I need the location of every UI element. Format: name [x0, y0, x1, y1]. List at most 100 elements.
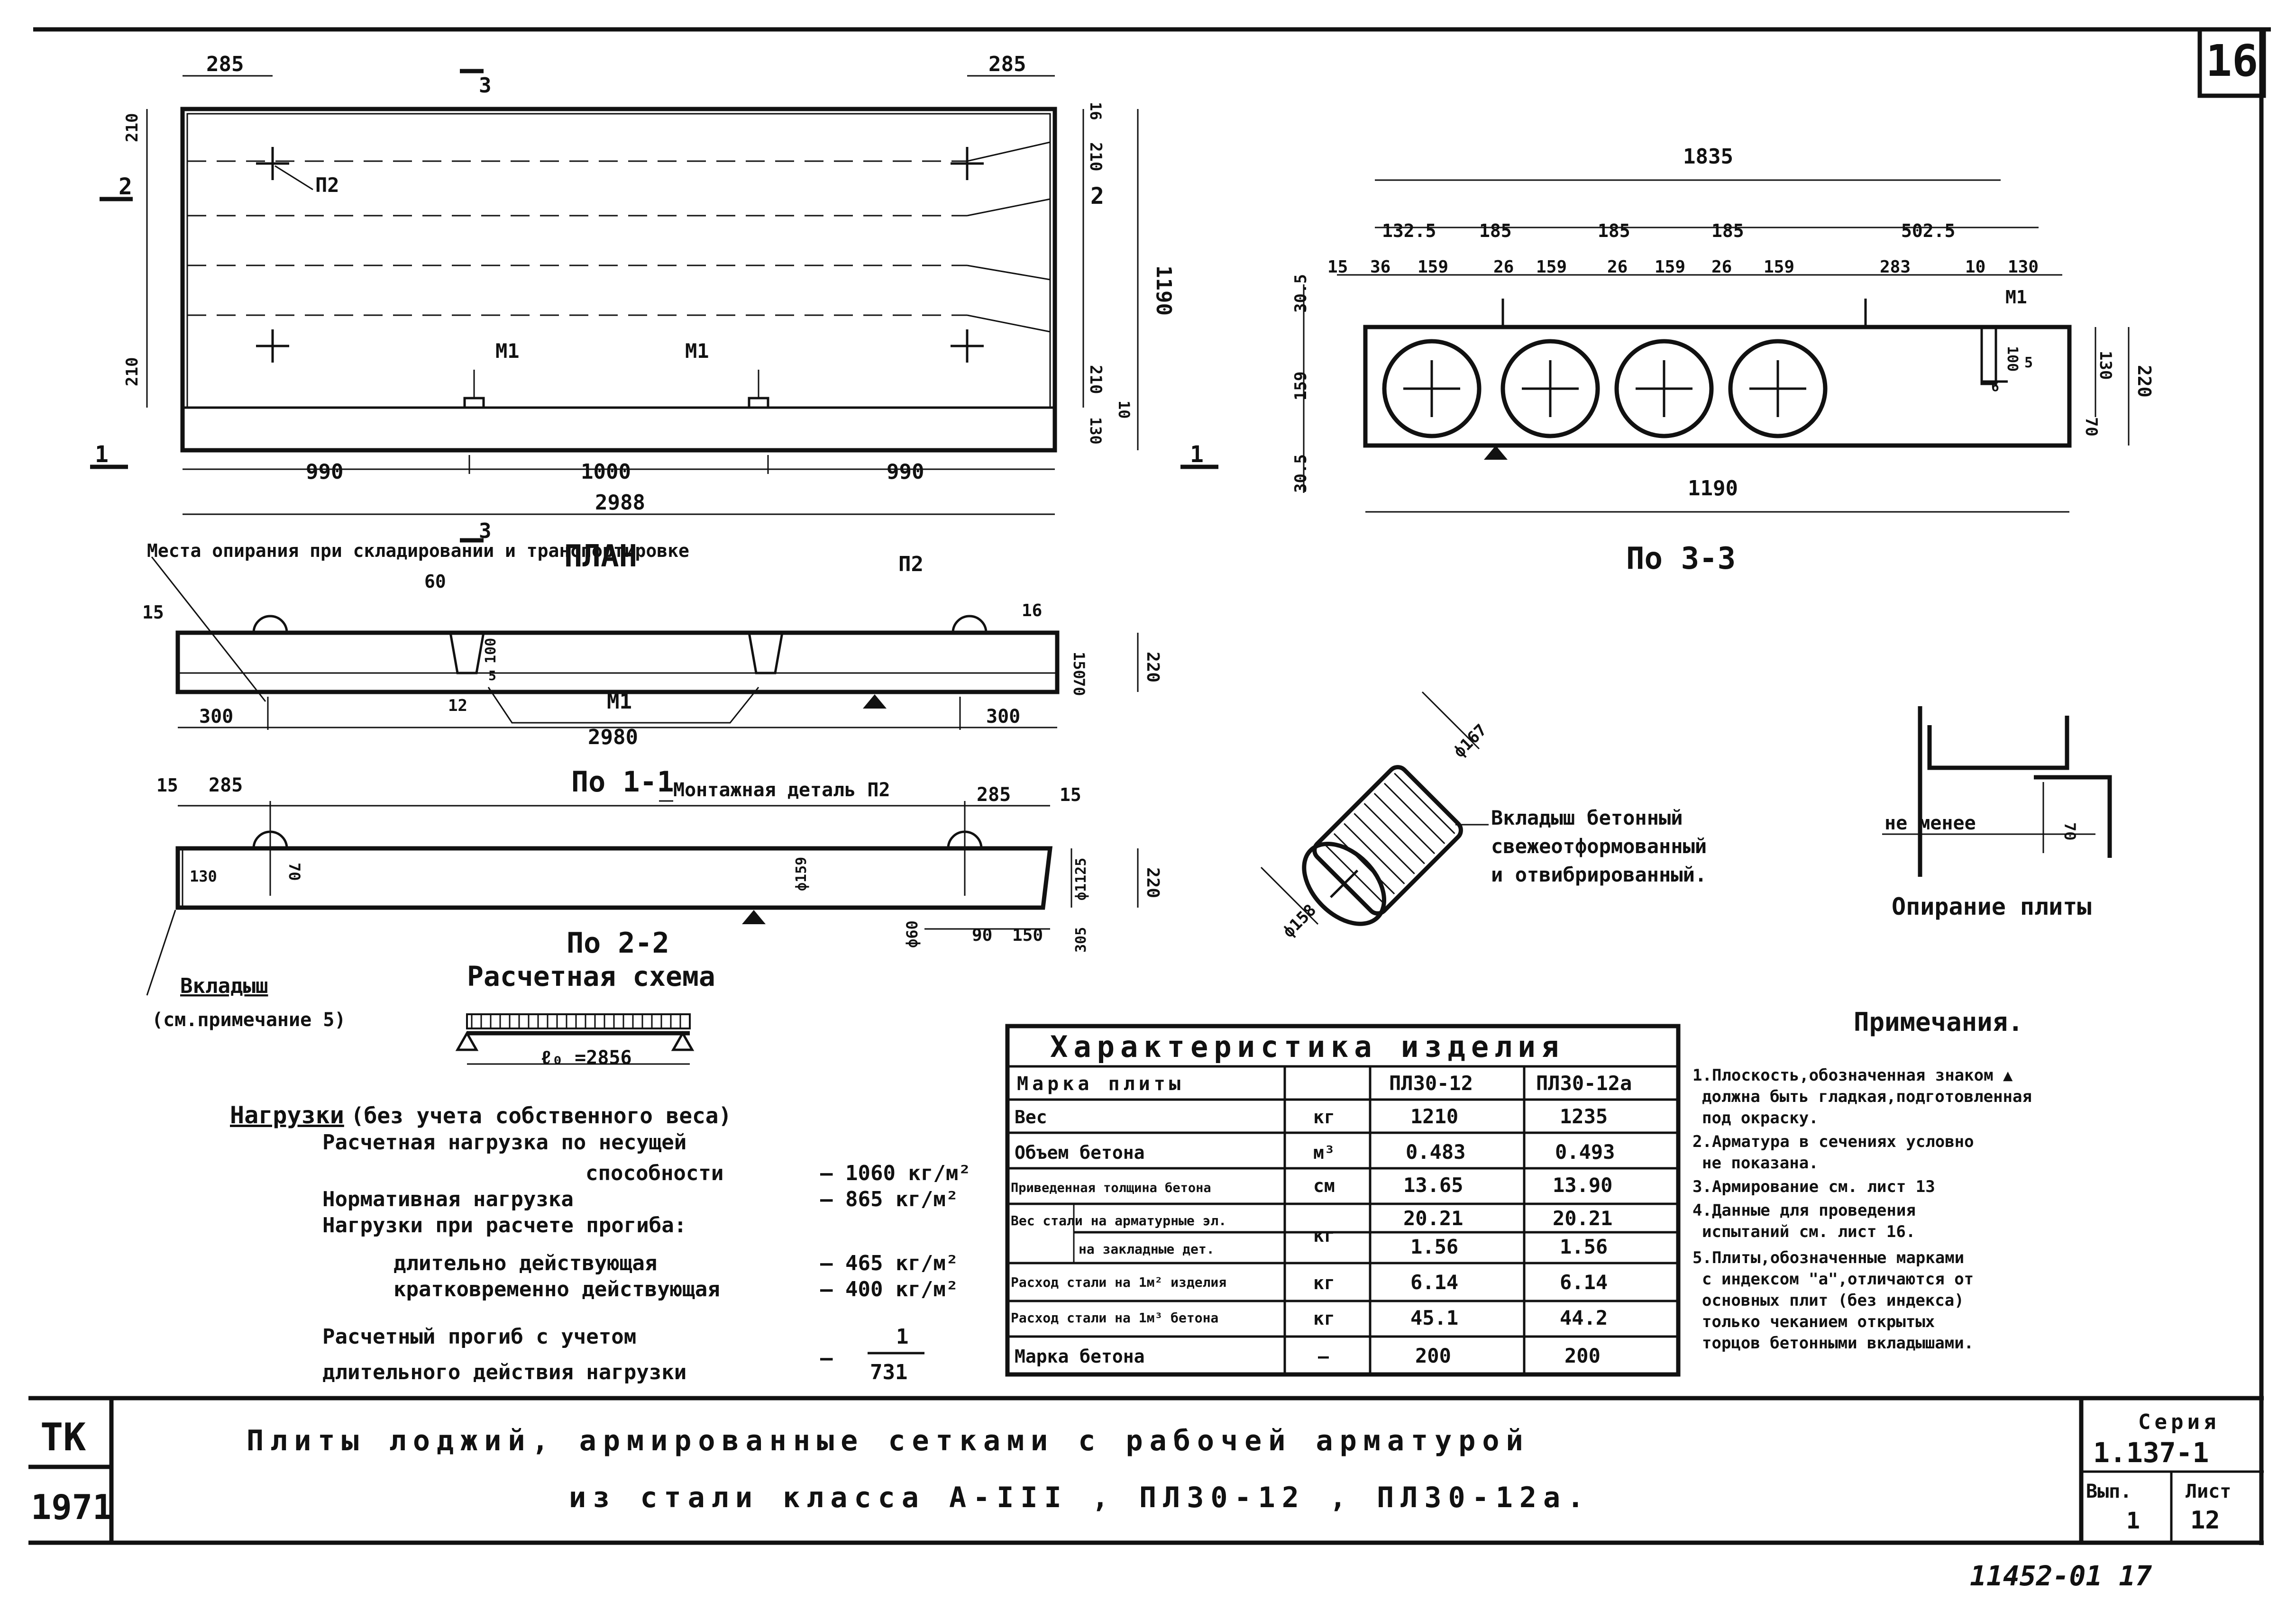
char-row-0-unit: кг — [1313, 1107, 1335, 1128]
char-row-6-unit: кг — [1313, 1308, 1335, 1329]
load-row-7: длительного действия нагрузки — [322, 1360, 686, 1384]
s33-dim-130: 130 — [2008, 257, 2039, 277]
load-row-3: Нагрузки при расчете прогиба: — [322, 1213, 686, 1237]
note-line-7: испытаний см. лист 16. — [1702, 1222, 1915, 1241]
load-row-1: способности — [585, 1161, 723, 1185]
char-row-5-name: Расход стали на 1м² изделия — [1011, 1274, 1226, 1290]
s22-insert-note: (см.примечание 5) — [152, 1009, 346, 1031]
plan-dim-210-lt: 210 — [123, 113, 142, 142]
insert-label-3: и отвибрированный. — [1491, 863, 1707, 886]
s11-label-p2: П2 — [898, 552, 924, 576]
title-tk: ТК — [40, 1415, 86, 1459]
char-row-6-name: Расход стали на 1м³ бетона — [1011, 1310, 1218, 1326]
s22-dim-220: 220 — [1143, 867, 1162, 898]
s33-title: По 3-3 — [1626, 541, 1736, 576]
s33-dim-185a: 185 — [1479, 220, 1512, 241]
s33-label-m1: М1 — [2005, 287, 2027, 308]
s33-dim-70: 70 — [2082, 417, 2101, 437]
char-row-3-name: Вес стали на арматурные эл. — [1011, 1213, 1226, 1228]
loads-block: Нагрузки (без учета собственного веса) Р… — [230, 1101, 971, 1384]
load-deflection-den: 731 — [870, 1360, 907, 1384]
char-row-7-name: Марка бетона — [1015, 1346, 1145, 1367]
s11-dim-2980: 2980 — [588, 725, 638, 749]
char-row-1-unit: м³ — [1313, 1142, 1335, 1163]
char-row-2-name: Приведенная толщина бетона — [1011, 1181, 1211, 1195]
sheet-number-box — [2197, 27, 2266, 98]
calc-scheme-span: ℓ₀ =2856 — [540, 1047, 632, 1069]
note-line-6: 4.Данные для проведения — [1692, 1201, 1916, 1220]
calc-scheme: Расчетная схема ℓ₀ =2856 — [455, 960, 715, 1069]
char-row-1-v1: 0.483 — [1406, 1140, 1465, 1164]
plan-sec3-top: 3 — [479, 73, 492, 98]
char-row-7-unit: — — [1318, 1346, 1329, 1367]
s22-mount-label: Монтажная деталь П2 — [673, 779, 890, 801]
plan-sec1-left: 1 — [95, 441, 109, 468]
char-row-3-v2: 20.21 — [1553, 1207, 1612, 1230]
char-header-col1: ПЛ30-12 — [1389, 1072, 1473, 1095]
plan-dim-990-right: 990 — [887, 460, 924, 484]
s33-dim-15: 15 — [1327, 257, 1348, 277]
s33-dim-159c: 159 — [1655, 257, 1685, 277]
load-row-2-value: — 865 кг/м² — [820, 1187, 958, 1211]
title-line1: Плиты лоджий, армированные сетками с раб… — [247, 1424, 1530, 1457]
s33-dim-283: 283 — [1880, 257, 1911, 277]
note-line-3: 2.Арматура в сечениях условно — [1692, 1132, 1974, 1151]
plan-sec2-right: 2 — [1090, 183, 1104, 209]
s11-dim-5: 5 — [488, 668, 496, 683]
note-line-1: должна быть гладкая,подготовленная — [1702, 1087, 2032, 1106]
notes-title: Примечания. — [1854, 1007, 2023, 1037]
char-row-5-unit: кг — [1313, 1273, 1335, 1293]
title-list: 12 — [2190, 1506, 2220, 1535]
plan-dim-1190: 1190 — [1152, 265, 1176, 316]
s33-dim-185b: 185 — [1598, 220, 1630, 241]
s11-dim-100: 100 — [483, 638, 499, 664]
s33-dim-30-5-top: 30.5 — [1291, 274, 1310, 313]
char-row-5-v2: 6.14 — [1560, 1271, 1608, 1294]
s33-dim-185c: 185 — [1711, 220, 1744, 241]
char-row-5-v1: 6.14 — [1410, 1271, 1458, 1294]
title-series: 1.137-1 — [2093, 1437, 2209, 1469]
s33-dim-26a: 26 — [1493, 257, 1514, 277]
char-row-6-v2: 44.2 — [1560, 1306, 1608, 1329]
s33-dim-30-5-bottom: 30.5 — [1291, 454, 1310, 493]
sheet-number: 16 — [2206, 36, 2259, 86]
s33-dim-159-left: 159 — [1291, 372, 1310, 400]
s22-dim-285b: 285 — [977, 784, 1011, 806]
s33-dim-36: 36 — [1370, 257, 1390, 277]
insert-label-1: Вкладыш бетонный — [1491, 806, 1683, 829]
loads-title-rest: (без учета собственного веса) — [351, 1103, 732, 1128]
plan-dim-130: 130 — [1087, 417, 1105, 445]
s11-dim-12: 12 — [448, 696, 467, 715]
insert-detail: ф167 ф158 Вкладыш бетонный свежеотформов… — [1260, 691, 1707, 941]
plan-view: 285 285 3 3 210 210 16 210 210 10 130 11… — [90, 52, 1218, 574]
s22-dim-305: 305 — [1073, 927, 1089, 953]
s33-dim-159b: 159 — [1536, 257, 1567, 277]
note-line-12: торцов бетонными вкладышами. — [1702, 1334, 1974, 1353]
plan-inner — [186, 113, 1051, 409]
calc-scheme-title: Расчетная схема — [467, 960, 715, 992]
s11-dim-70: 70 — [1070, 678, 1088, 696]
plan-label-p2: П2 — [315, 173, 339, 197]
s33-dim-26c: 26 — [1711, 257, 1732, 277]
s22-dim-15b: 15 — [1060, 784, 1081, 805]
section-1-1: Места опирания при складировании и транс… — [142, 540, 1162, 799]
title-vyp-label: Вып. — [2086, 1481, 2131, 1502]
s22-dim-285a: 285 — [209, 774, 243, 796]
char-row-2-unit: см — [1313, 1175, 1335, 1196]
s33-dim-1190: 1190 — [1688, 476, 1738, 500]
loads-title: Нагрузки — [230, 1101, 344, 1129]
title-line2: из стали класса А-III , ПЛ30-12 , ПЛ30-1… — [569, 1481, 1591, 1514]
note-line-10: основных плит (без индекса) — [1702, 1291, 1964, 1310]
title-year: 1971 — [31, 1487, 113, 1527]
support-not-less: не менее — [1884, 812, 1976, 834]
note-line-0: 1.Плоскость,обозначенная знаком ▲ — [1692, 1066, 2013, 1085]
note-line-9: с индексом "а",отличаются от — [1702, 1270, 1974, 1289]
section-2-2: 15 285 285 15 130 70 ф159 ф1125 220 305 … — [146, 774, 1162, 1031]
s33-dim-159a: 159 — [1418, 257, 1448, 277]
char-row-7-v2: 200 — [1564, 1344, 1601, 1367]
notes-block: Примечания. 1.Плоскость,обозначенная зна… — [1692, 1007, 2032, 1353]
s11-title: По 1-1 — [571, 765, 674, 799]
bottom-note: 11452-01 17 — [1970, 1560, 2152, 1592]
plan-dim-2988: 2988 — [595, 491, 645, 515]
plan-sec2-left: 2 — [119, 173, 132, 200]
